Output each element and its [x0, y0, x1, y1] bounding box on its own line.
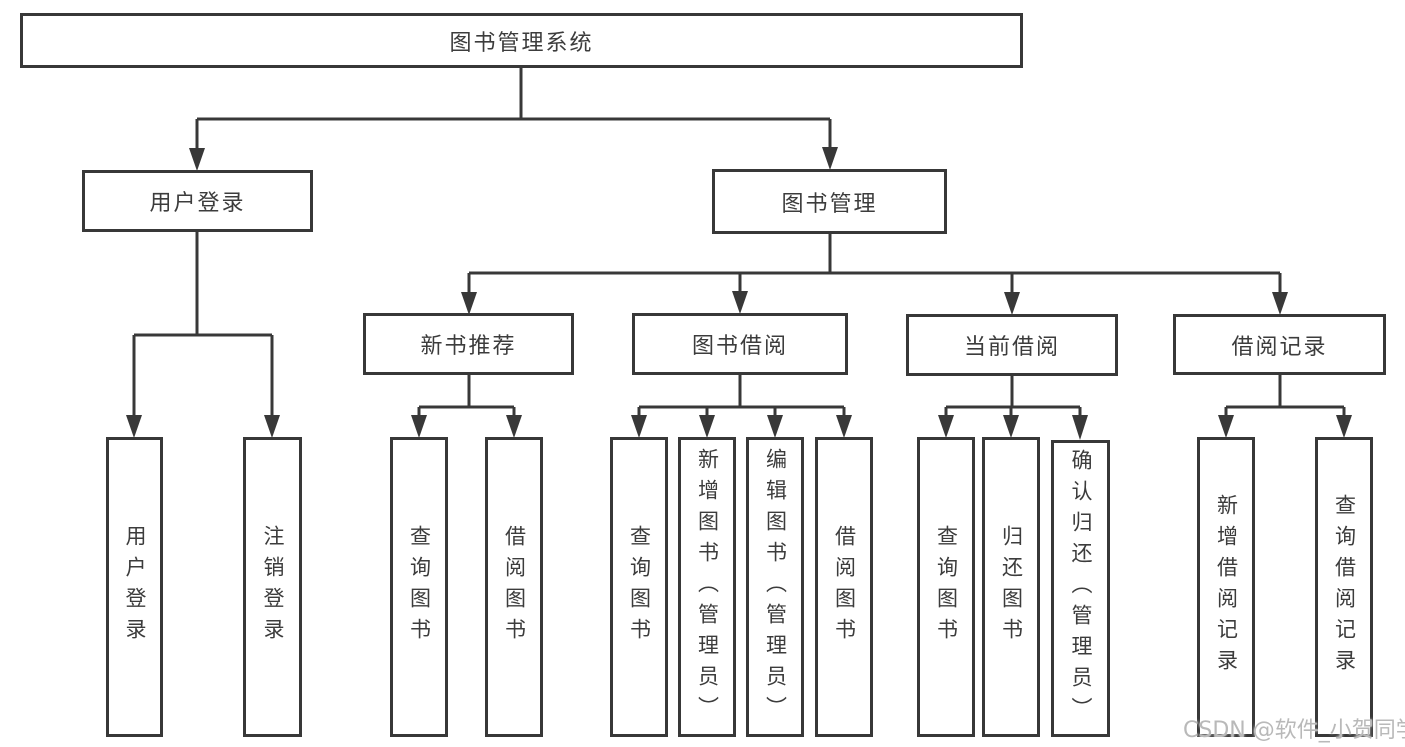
leaf-label: 归还图书 — [999, 525, 1024, 649]
csdn-watermark: CSDN @软件_小贺同学 — [1183, 718, 1405, 743]
connector-current-to-leaves — [944, 376, 1082, 419]
node-borrow-record: 借阅记录 — [1173, 314, 1386, 375]
node-label: 图书管理 — [781, 191, 878, 217]
node-book-management: 图书管理 — [712, 169, 947, 234]
leaf-query-books-current: 查询图书 — [917, 437, 975, 737]
connector-record-to-leaves — [1224, 375, 1346, 419]
leaf-label: 编辑图书（管理员） — [763, 447, 788, 727]
leaf-label: 新增图书（管理员） — [695, 447, 720, 727]
connector-borrow-to-leaves — [637, 375, 846, 419]
leaf-label: 查询图书 — [407, 525, 432, 649]
node-user-login: 用户登录 — [82, 170, 313, 232]
node-label: 当前借阅 — [963, 335, 1060, 360]
leaf-query-borrow-record: 查询借阅记录 — [1315, 437, 1373, 737]
connector-login-to-leaves — [132, 232, 274, 419]
leaf-borrow-books-recommend: 借阅图书 — [485, 437, 543, 737]
leaf-edit-books-admin: 编辑图书（管理员） — [746, 437, 804, 737]
leaf-label: 用户登录 — [123, 525, 147, 649]
leaf-confirm-return-admin: 确认归还（管理员） — [1051, 440, 1110, 737]
leaf-add-books-admin: 新增图书（管理员） — [678, 437, 736, 737]
node-label: 图书管理系统 — [449, 30, 594, 56]
leaf-label: 借阅图书 — [832, 525, 857, 649]
connector-recommend-to-leaves — [417, 375, 516, 419]
node-label: 用户登录 — [149, 191, 246, 216]
leaf-label: 查询图书 — [627, 525, 652, 649]
node-new-book-recommend: 新书推荐 — [363, 313, 574, 375]
leaf-logout: 注销登录 — [243, 437, 302, 737]
leaf-label: 查询图书 — [934, 525, 959, 649]
leaf-query-books-borrow: 查询图书 — [610, 437, 668, 737]
leaf-label: 借阅图书 — [502, 525, 527, 649]
leaf-query-books-recommend: 查询图书 — [390, 437, 448, 737]
node-current-borrow: 当前借阅 — [906, 314, 1118, 376]
leaf-label: 确认归还（管理员） — [1069, 449, 1093, 728]
leaf-add-borrow-record: 新增借阅记录 — [1197, 437, 1255, 737]
leaf-label: 查询借阅记录 — [1332, 494, 1357, 680]
leaf-label: 注销登录 — [261, 525, 285, 649]
leaf-user-login: 用户登录 — [106, 437, 163, 737]
node-label: 新书推荐 — [420, 334, 517, 359]
node-library-management-system: 图书管理系统 — [20, 13, 1023, 68]
arrowheads — [126, 147, 1352, 440]
leaf-label: 新增借阅记录 — [1214, 494, 1239, 680]
node-book-borrow: 图书借阅 — [632, 313, 848, 375]
connector-root-to-level2 — [195, 68, 832, 152]
connector-management-to-level3 — [467, 234, 1282, 296]
node-label: 图书借阅 — [691, 334, 788, 359]
leaf-borrow-books: 借阅图书 — [815, 437, 873, 737]
leaf-return-books: 归还图书 — [982, 437, 1040, 737]
node-label: 借阅记录 — [1231, 334, 1328, 360]
